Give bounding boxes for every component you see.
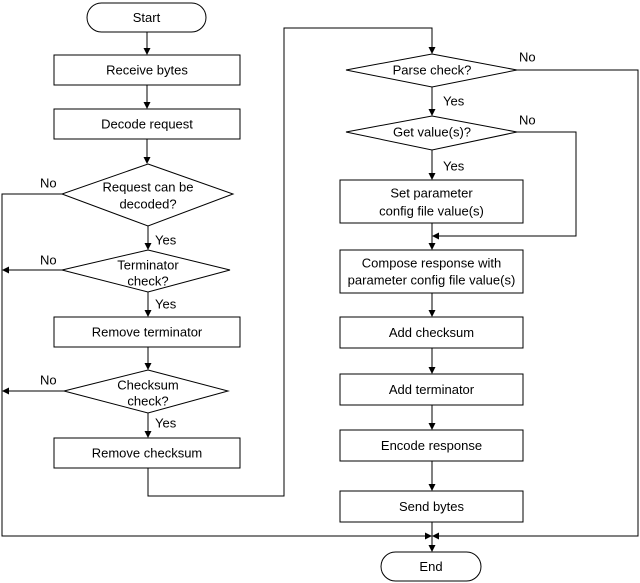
decision-terminator-check-line-2: check?	[127, 274, 168, 289]
node-set-parameter-line-1: Set parameter	[390, 186, 473, 201]
node-start: Start	[86, 2, 207, 33]
node-add-checksum-label: Add checksum	[389, 325, 474, 340]
label-parse-yes: Yes	[443, 94, 465, 109]
decision-request-decoded-line-2: decoded?	[119, 197, 176, 212]
node-receive-bytes-label: Receive bytes	[106, 63, 188, 78]
decision-parse-check-label: Parse check?	[393, 63, 472, 78]
label-get-values-yes: Yes	[443, 159, 465, 174]
node-encode-response-label: Encode response	[381, 438, 482, 453]
edge-remove-checksum-to-parse	[147, 27, 433, 497]
node-end: End	[380, 551, 482, 582]
edge-get-values-no-arrow	[432, 232, 439, 240]
label-decoded-no: No	[40, 176, 57, 191]
edge-encode-to-send-arrow	[428, 484, 436, 491]
decision-request-decoded: Request can be decoded?	[60, 163, 235, 227]
edge-receive-to-decode-arrow	[143, 102, 151, 109]
edge-add-terminator-to-encode-arrow	[428, 423, 436, 430]
edge-get-values-no	[438, 131, 577, 237]
edge-decoded-no-arrow	[425, 532, 432, 540]
edge-remove-terminator-to-checksum-arrow	[144, 363, 152, 370]
node-add-terminator-label: Add terminator	[389, 382, 475, 397]
node-end-label: End	[419, 559, 442, 574]
node-send-bytes: Send bytes	[339, 490, 524, 523]
node-compose-response: Compose response with parameter config f…	[339, 249, 524, 294]
decision-parse-check: Parse check?	[345, 53, 518, 88]
edge-decoded-no	[1, 193, 426, 537]
edge-send-to-end-arrow	[428, 545, 436, 552]
node-add-terminator: Add terminator	[339, 373, 524, 406]
node-add-checksum: Add checksum	[339, 316, 524, 349]
edges	[1, 27, 639, 552]
node-decode-request: Decode request	[53, 108, 241, 140]
node-set-parameter-line-2: config file value(s)	[379, 204, 484, 219]
edge-parse-no	[438, 69, 639, 537]
edge-get-values-yes-arrow	[428, 173, 436, 180]
node-remove-terminator: Remove terminator	[53, 316, 241, 348]
decision-request-decoded-line-1: Request can be	[102, 180, 193, 195]
decision-checksum-check-line-2: check?	[127, 394, 168, 409]
node-start-label: Start	[133, 10, 161, 25]
label-terminator-no: No	[40, 253, 57, 268]
node-compose-response-line-2: parameter config file value(s)	[348, 273, 516, 288]
label-get-values-no: No	[519, 113, 536, 128]
decision-terminator-check: Terminator check?	[61, 249, 231, 293]
edge-compose-to-add-checksum-arrow	[428, 310, 436, 317]
node-encode-response: Encode response	[339, 429, 524, 462]
edge-decode-to-decision-arrow	[143, 157, 151, 164]
node-receive-bytes: Receive bytes	[53, 54, 241, 86]
decision-get-values: Get value(s)?	[345, 115, 518, 151]
edge-parse-no-arrow	[432, 532, 439, 540]
label-decoded-yes: Yes	[155, 233, 177, 248]
label-checksum-no: No	[40, 373, 57, 388]
edge-checksum-yes-arrow	[144, 431, 152, 438]
edge-decoded-yes-arrow	[144, 243, 152, 250]
edge-labels: Yes No Yes No Yes No Yes No Yes No	[40, 50, 536, 431]
edge-remove-checksum-to-parse-arrow	[428, 47, 436, 54]
edge-parse-yes-arrow	[428, 109, 436, 116]
node-compose-response-line-1: Compose response with	[362, 256, 501, 271]
decision-checksum-check-line-1: Checksum	[117, 378, 178, 393]
edge-start-to-receive-arrow	[143, 48, 151, 55]
edge-terminator-no-arrow	[2, 266, 9, 274]
label-parse-no: No	[519, 50, 536, 65]
node-decode-request-label: Decode request	[101, 117, 193, 132]
node-set-parameter: Set parameter config file value(s)	[339, 179, 524, 224]
node-remove-terminator-label: Remove terminator	[92, 325, 203, 340]
label-terminator-yes: Yes	[155, 297, 177, 312]
edge-set-to-compose-arrow	[428, 243, 436, 250]
node-remove-checksum-label: Remove checksum	[92, 446, 203, 461]
edge-checksum-no-arrow	[2, 387, 9, 395]
decision-checksum-check: Checksum check?	[63, 369, 230, 414]
node-remove-checksum: Remove checksum	[53, 437, 241, 469]
edge-add-checksum-to-add-terminator-arrow	[428, 367, 436, 374]
decision-terminator-check-line-1: Terminator	[117, 258, 179, 273]
edge-terminator-yes-arrow	[144, 310, 152, 317]
label-checksum-yes: Yes	[155, 416, 177, 431]
decision-get-values-label: Get value(s)?	[393, 125, 471, 140]
node-send-bytes-label: Send bytes	[399, 499, 465, 514]
